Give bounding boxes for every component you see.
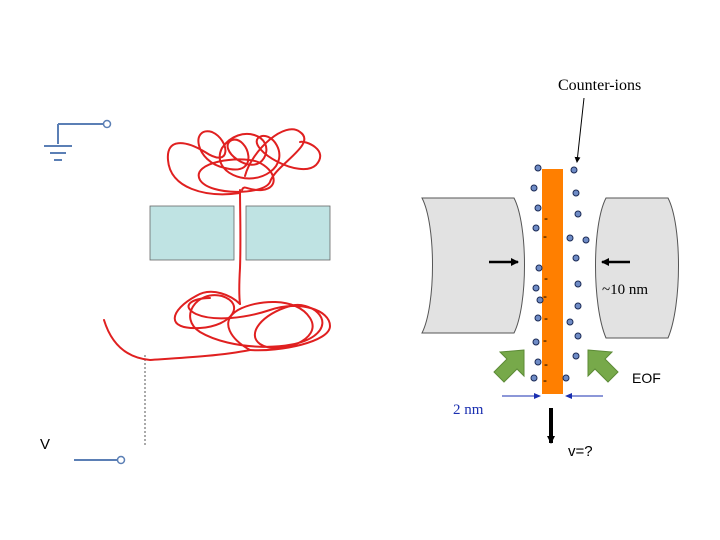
ion (530, 184, 538, 192)
ion (534, 204, 542, 212)
eof-label: EOF (632, 370, 661, 386)
eof-arrow-right-icon (587, 349, 619, 383)
charge-mark: - (544, 311, 548, 325)
ground-electrode (44, 119, 112, 161)
voltage-terminal-icon (116, 455, 126, 465)
ion (570, 166, 578, 174)
ion (572, 189, 580, 197)
ion (574, 332, 582, 340)
ground-symbol-icon (44, 124, 72, 161)
pore-wall-left (421, 197, 525, 334)
voltage-electrode: V (40, 436, 126, 465)
pore-size-label: ~10 nm (602, 282, 648, 298)
counter-ions (530, 164, 590, 382)
ion (535, 264, 543, 272)
ion (532, 224, 540, 232)
membrane-left (149, 205, 235, 261)
charge-marks: - - - - - - - - (543, 211, 548, 387)
voltage-label: V (40, 436, 50, 453)
membrane-right (245, 205, 331, 261)
counter-ions-label: Counter-ions (558, 77, 641, 94)
ion (574, 210, 582, 218)
charge-mark: - (544, 357, 548, 371)
ion (562, 374, 570, 382)
ion (574, 280, 582, 288)
charge-mark: - (543, 289, 547, 303)
ion (536, 296, 544, 304)
ion (572, 352, 580, 360)
eof-arrow-left-icon (493, 349, 525, 383)
ion (532, 338, 540, 346)
velocity-label: v=? (568, 443, 593, 460)
charge-mark: - (544, 211, 548, 225)
dna-width-label: 2 nm (453, 402, 484, 418)
dna-rod (542, 169, 563, 394)
ion (530, 374, 538, 382)
ion (582, 236, 590, 244)
ion (532, 284, 540, 292)
charge-mark: - (544, 271, 548, 285)
ion (572, 254, 580, 262)
charge-mark: - (543, 229, 547, 243)
ion (534, 314, 542, 322)
ion (566, 318, 574, 326)
pore-wall-right (595, 197, 679, 339)
charge-mark: - (543, 333, 547, 347)
dna-strand (103, 128, 331, 361)
ion (534, 358, 542, 366)
ion (574, 302, 582, 310)
ion (534, 164, 542, 172)
ion (566, 234, 574, 242)
charge-mark: - (543, 373, 547, 387)
ground-terminal-icon (102, 119, 112, 129)
counter-ions-pointer-arrow (574, 97, 585, 163)
